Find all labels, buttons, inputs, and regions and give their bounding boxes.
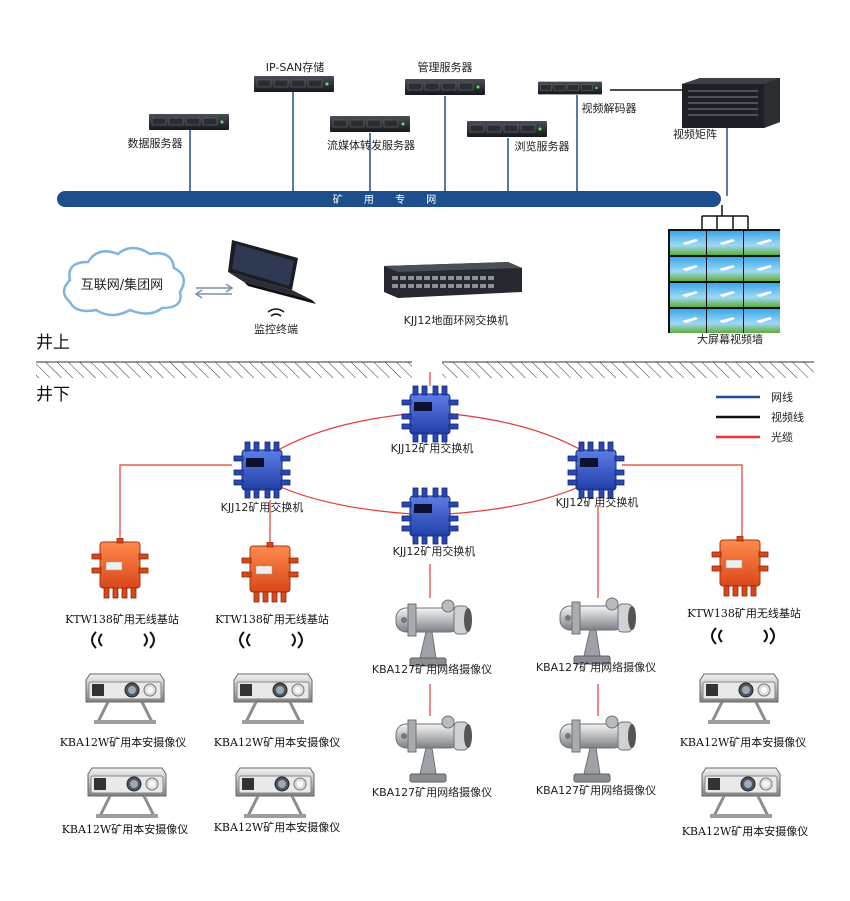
stream-server-label: 流媒体转发服务器	[327, 138, 415, 152]
browse-server-icon	[467, 120, 547, 138]
video-wall-screen	[707, 283, 743, 307]
wifi-icon	[267, 308, 285, 317]
surface-network-links	[189, 91, 728, 196]
safe-camera-6-label: KBA12W矿用本安摄像仪	[682, 824, 809, 838]
base-station-2-label: KTW138矿用无线基站	[215, 612, 329, 626]
video-wall-screen	[670, 309, 706, 333]
safe-camera-2-icon	[232, 672, 314, 726]
video-matrix-label: 视频矩阵	[673, 127, 717, 141]
signal-waves-2-icon	[239, 631, 303, 649]
net-camera-1-icon	[395, 599, 473, 667]
safe-camera-5-label: KBA12W矿用本安摄像仪	[214, 820, 341, 834]
safe-camera-3-icon	[698, 672, 780, 726]
net-camera-3-label: KBA127矿用网络摄像仪	[372, 785, 492, 799]
switch-left-label: KJJ12矿用交换机	[221, 500, 304, 514]
browse-server-label: 浏览服务器	[515, 139, 570, 153]
switch-right-icon	[567, 441, 625, 499]
video-wall-screen	[670, 283, 706, 307]
base-station-1-icon	[91, 538, 149, 599]
switch-bottom-label: KJJ12矿用交换机	[393, 544, 476, 558]
switch-right-label: KJJ12矿用交换机	[556, 495, 639, 509]
video-wall-screen	[744, 257, 780, 281]
video-matrix-icon	[682, 78, 780, 128]
video-wall-screen	[744, 309, 780, 333]
base-station-2-icon	[241, 542, 299, 603]
safe-camera-6-icon	[700, 766, 782, 820]
stream-server-icon	[330, 115, 410, 133]
exchange-arrows-icon	[194, 283, 234, 299]
safe-camera-1-label: KBA12W矿用本安摄像仪	[60, 735, 187, 749]
legend-label: 光缆	[771, 430, 793, 444]
legend-label: 网线	[771, 390, 793, 404]
video-wall-screen	[707, 309, 743, 333]
management-server-icon	[405, 78, 485, 96]
video-decoder-label: 视频解码器	[582, 101, 637, 115]
ground-ring-switch-icon	[384, 262, 522, 298]
ground-switch-label: KJJ12地面环网交换机	[404, 313, 509, 327]
mine-network-label: 矿 用 专 网	[333, 193, 446, 206]
net-camera-2-label: KBA127矿用网络摄像仪	[536, 660, 656, 674]
signal-waves-3-icon	[711, 627, 775, 645]
video-wall-screen	[707, 231, 743, 255]
base-station-1-label: KTW138矿用无线基站	[65, 612, 179, 626]
safe-camera-3-label: KBA12W矿用本安摄像仪	[680, 735, 807, 749]
video-wall-screen	[670, 231, 706, 255]
safe-camera-1-icon	[84, 672, 166, 726]
ground-hatch-right	[442, 362, 814, 378]
switch-bottom-icon	[401, 487, 459, 545]
video-wall-label: 大屏幕视频墙	[697, 332, 763, 346]
video-wall-screen	[670, 257, 706, 281]
data-server-label: 数据服务器	[128, 136, 183, 150]
mine-network-bar	[57, 191, 721, 207]
fiber-links	[119, 372, 743, 716]
signal-waves-1-icon	[91, 631, 155, 649]
switch-top-icon	[401, 385, 459, 443]
switch-top-label: KJJ12矿用交换机	[391, 441, 474, 455]
net-camera-1-label: KBA127矿用网络摄像仪	[372, 662, 492, 676]
base-station-3-icon	[711, 536, 769, 597]
monitor-terminal-label: 监控终端	[254, 322, 298, 336]
laptop-icon	[228, 240, 316, 304]
video-wall-screen	[707, 257, 743, 281]
safe-camera-4-label: KBA12W矿用本安摄像仪	[62, 822, 189, 836]
internet-label: 互联网/集团网	[81, 277, 163, 293]
video-wall-screen	[744, 283, 780, 307]
legend-label: 视频线	[771, 410, 804, 424]
ipsan-label: IP-SAN存储	[266, 60, 325, 74]
net-camera-4-icon	[559, 715, 637, 783]
ipsan-storage-icon	[253, 75, 335, 93]
safe-camera-5-icon	[234, 766, 316, 820]
cloud-icon	[62, 246, 186, 317]
net-camera-3-icon	[395, 715, 473, 783]
video-wall-icon	[668, 229, 780, 333]
video-decoder-icon	[537, 81, 603, 95]
safe-camera-4-icon	[86, 766, 168, 820]
matrix-to-wall-lines	[701, 205, 749, 230]
data-server-icon	[148, 113, 230, 131]
management-server-label: 管理服务器	[418, 60, 473, 74]
ground-hatch-left	[36, 362, 412, 378]
video-wall-screen	[744, 231, 780, 255]
net-camera-4-label: KBA127矿用网络摄像仪	[536, 783, 656, 797]
net-camera-2-icon	[559, 597, 637, 665]
base-station-3-label: KTW138矿用无线基站	[687, 606, 801, 620]
zone-below-label: 井下	[36, 385, 70, 405]
zone-above-label: 井上	[36, 333, 70, 353]
switch-left-icon	[233, 441, 291, 499]
safe-camera-2-label: KBA12W矿用本安摄像仪	[214, 735, 341, 749]
